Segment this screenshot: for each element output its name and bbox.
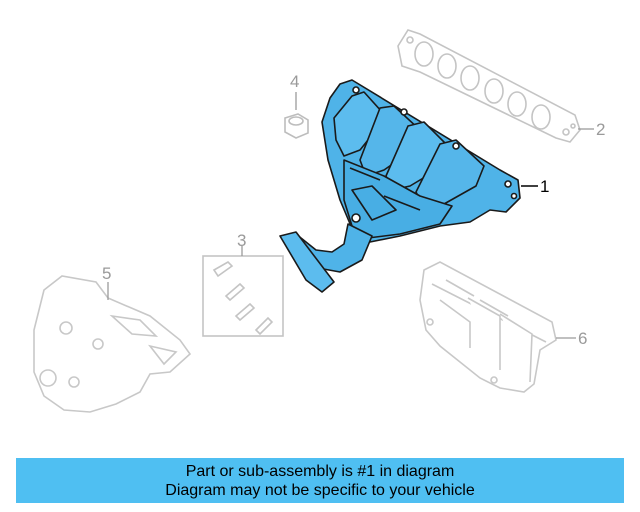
callout-2: 2 <box>596 120 605 139</box>
banner-line-1: Part or sub-assembly is #1 in diagram <box>185 462 455 480</box>
stud-kit-part-3[interactable] <box>202 255 284 337</box>
callout-4: 4 <box>290 72 299 91</box>
parts-diagram: 2 4 1 <box>33 29 605 413</box>
exhaust-manifold-part-1[interactable] <box>279 79 521 293</box>
heat-shield-part-6[interactable] <box>419 261 557 393</box>
heat-shield-part-5[interactable] <box>33 275 192 413</box>
banner-line-2: Diagram may not be specific to your vehi… <box>165 481 475 499</box>
gasket-part-2[interactable] <box>397 29 581 143</box>
callout-3: 3 <box>237 231 246 250</box>
callout-5: 5 <box>102 264 111 283</box>
callout-1: 1 <box>540 177 549 196</box>
info-banner: Part or sub-assembly is #1 in diagram Di… <box>16 458 624 503</box>
nut-part-4[interactable] <box>284 113 309 139</box>
callout-6: 6 <box>578 329 587 348</box>
